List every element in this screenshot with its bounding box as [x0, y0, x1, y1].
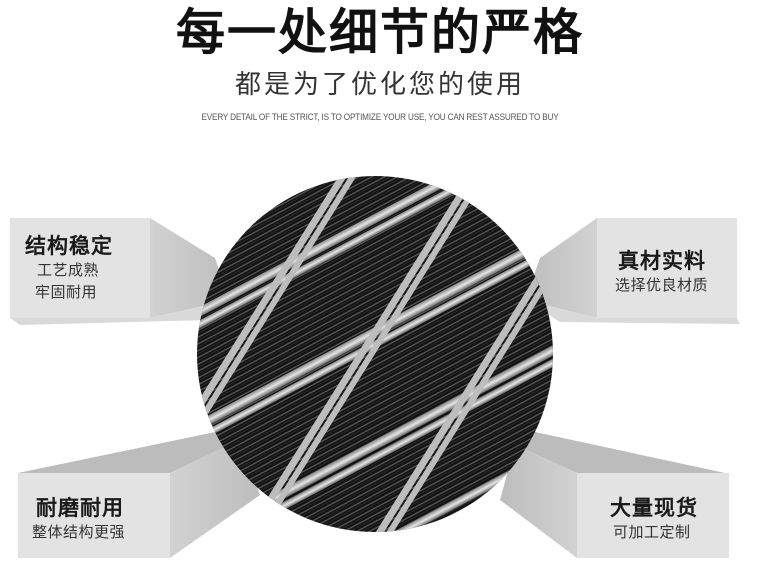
feature-top-left: 结构稳定 工艺成熟 牢固耐用: [25, 233, 113, 303]
panel-bottom-right: [500, 432, 729, 558]
feature-line: 工艺成熟: [37, 261, 100, 279]
feature-line: 可加工定制: [613, 523, 691, 541]
panel-top-right: [525, 218, 740, 324]
feature-top-right: 真材实料 选择优良材质: [615, 248, 708, 296]
feature-line: 整体结构更强: [32, 523, 126, 541]
feature-title: 耐磨耐用: [36, 496, 124, 520]
english-tagline: EVERY DETAIL OF THE STRICT, IS TO OPTIMI…: [201, 112, 559, 123]
feature-line: 选择优良材质: [615, 276, 709, 294]
page-subheadline: 都是为了优化您的使用: [234, 70, 525, 100]
feature-bottom-right: 大量现货 可加工定制: [610, 495, 698, 543]
feature-title: 真材实料: [618, 249, 706, 273]
feature-line: 牢固耐用: [35, 283, 98, 301]
feature-bottom-left: 耐磨耐用 整体结构更强: [32, 495, 125, 543]
page-headline: 每一处细节的严格: [175, 4, 584, 61]
feature-title: 大量现货: [610, 496, 698, 520]
panel-bottom-left: [18, 432, 260, 558]
feature-title: 结构稳定: [25, 234, 113, 258]
panel-top-left: [10, 218, 230, 325]
